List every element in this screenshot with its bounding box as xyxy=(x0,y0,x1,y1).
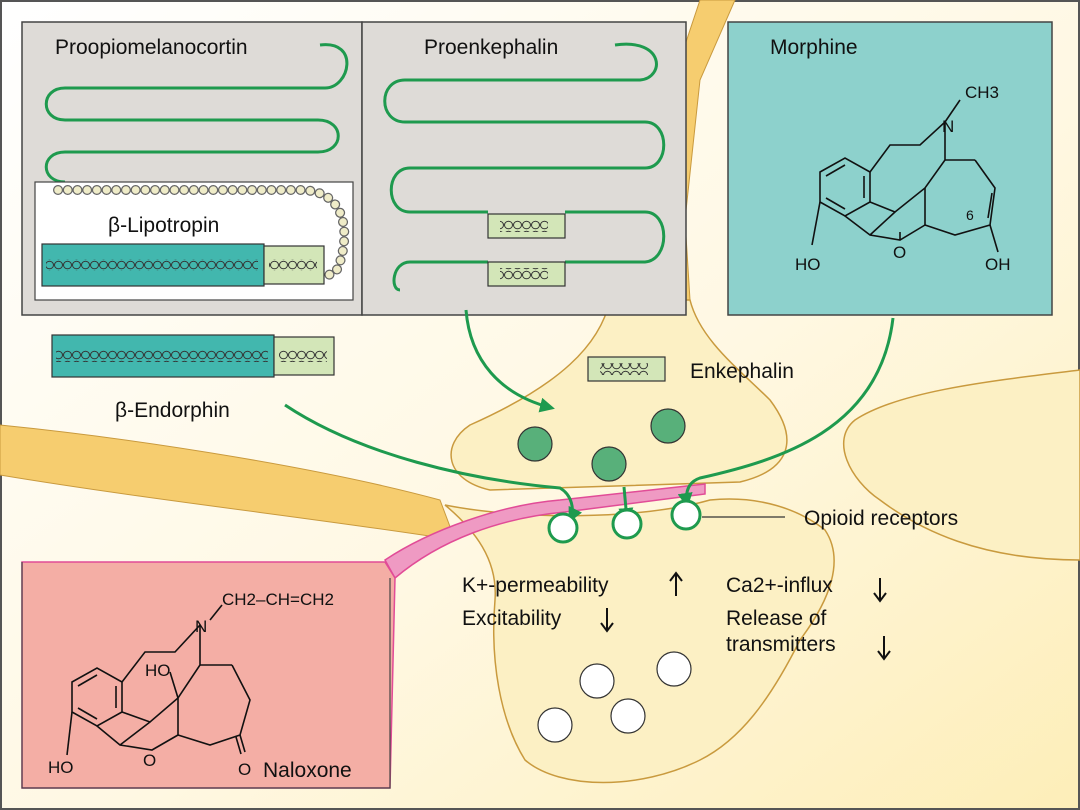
naloxone-structure xyxy=(66,604,251,756)
naloxone-ho: HO xyxy=(48,758,74,777)
lipotropin-label: β-Lipotropin xyxy=(108,214,219,237)
morphine-n: N xyxy=(942,117,954,136)
k-permeability-label: K+-permeability xyxy=(462,574,609,597)
penk-strand xyxy=(383,42,666,292)
ca-influx-label: Ca2+-influx xyxy=(726,574,833,597)
arrow-up-icon xyxy=(669,571,683,596)
naloxone-o-ring: O xyxy=(143,751,156,770)
enkephalin-vesicle xyxy=(591,446,627,482)
pomc-title: Proopiomelanocortin xyxy=(55,36,248,59)
penk-panel: Proenkephalin xyxy=(361,21,687,316)
penk-to-terminal-arrow xyxy=(464,309,555,413)
endorphin-fragment xyxy=(51,334,335,378)
morphine-structure xyxy=(811,99,999,253)
morphine-6: 6 xyxy=(966,207,974,223)
excitability-label: Excitability xyxy=(462,607,562,630)
transmitter-vesicle xyxy=(610,698,646,734)
naloxone-n: N xyxy=(195,617,207,636)
release-of-label: Release of xyxy=(726,607,827,630)
transmitters-label: transmitters xyxy=(726,633,836,656)
enkephalin-label: Enkephalin xyxy=(690,360,794,383)
naloxone-panel: N CH2–CH=CH2 HO HO O O Naloxone xyxy=(21,561,396,789)
opioid-receptors-label: Opioid receptors xyxy=(804,507,958,530)
pomc-panel: Proopiomelanocortin β-Lipotropin xyxy=(21,21,363,316)
morphine-title: Morphine xyxy=(770,36,858,59)
endorphin-label: β-Endorphin xyxy=(115,399,230,422)
arrow-down-icon xyxy=(600,608,614,633)
morphine-arrow xyxy=(677,317,895,508)
penk-title: Proenkephalin xyxy=(424,36,558,59)
morphine-o: O xyxy=(893,243,906,262)
arrow-down-icon xyxy=(877,636,891,661)
morphine-panel: Morphine CH3 N HO OH O xyxy=(727,21,1053,316)
membrane-strip xyxy=(384,483,706,580)
naloxone-label: Naloxone xyxy=(263,759,352,782)
morphine-ch3: CH3 xyxy=(965,83,999,102)
right-neuron xyxy=(843,369,1080,561)
arrow-down-icon xyxy=(873,578,887,603)
transmitter-vesicle xyxy=(656,651,692,687)
naloxone-allyl: CH2–CH=CH2 xyxy=(222,590,334,609)
pomc-strand xyxy=(44,43,349,184)
enkephalin-vesicle xyxy=(650,408,686,444)
morphine-ho: HO xyxy=(795,255,821,274)
postsynaptic-neuron xyxy=(444,498,835,784)
enkephalin-vesicle xyxy=(517,426,553,462)
naloxone-ho-bridge: HO xyxy=(145,661,171,680)
transmitter-vesicle xyxy=(579,663,615,699)
naloxone-o: O xyxy=(238,760,251,779)
receptor-icon xyxy=(547,499,702,544)
transmitter-vesicle xyxy=(537,707,573,743)
morphine-oh: OH xyxy=(985,255,1011,274)
endorphin-arrow xyxy=(284,403,583,523)
